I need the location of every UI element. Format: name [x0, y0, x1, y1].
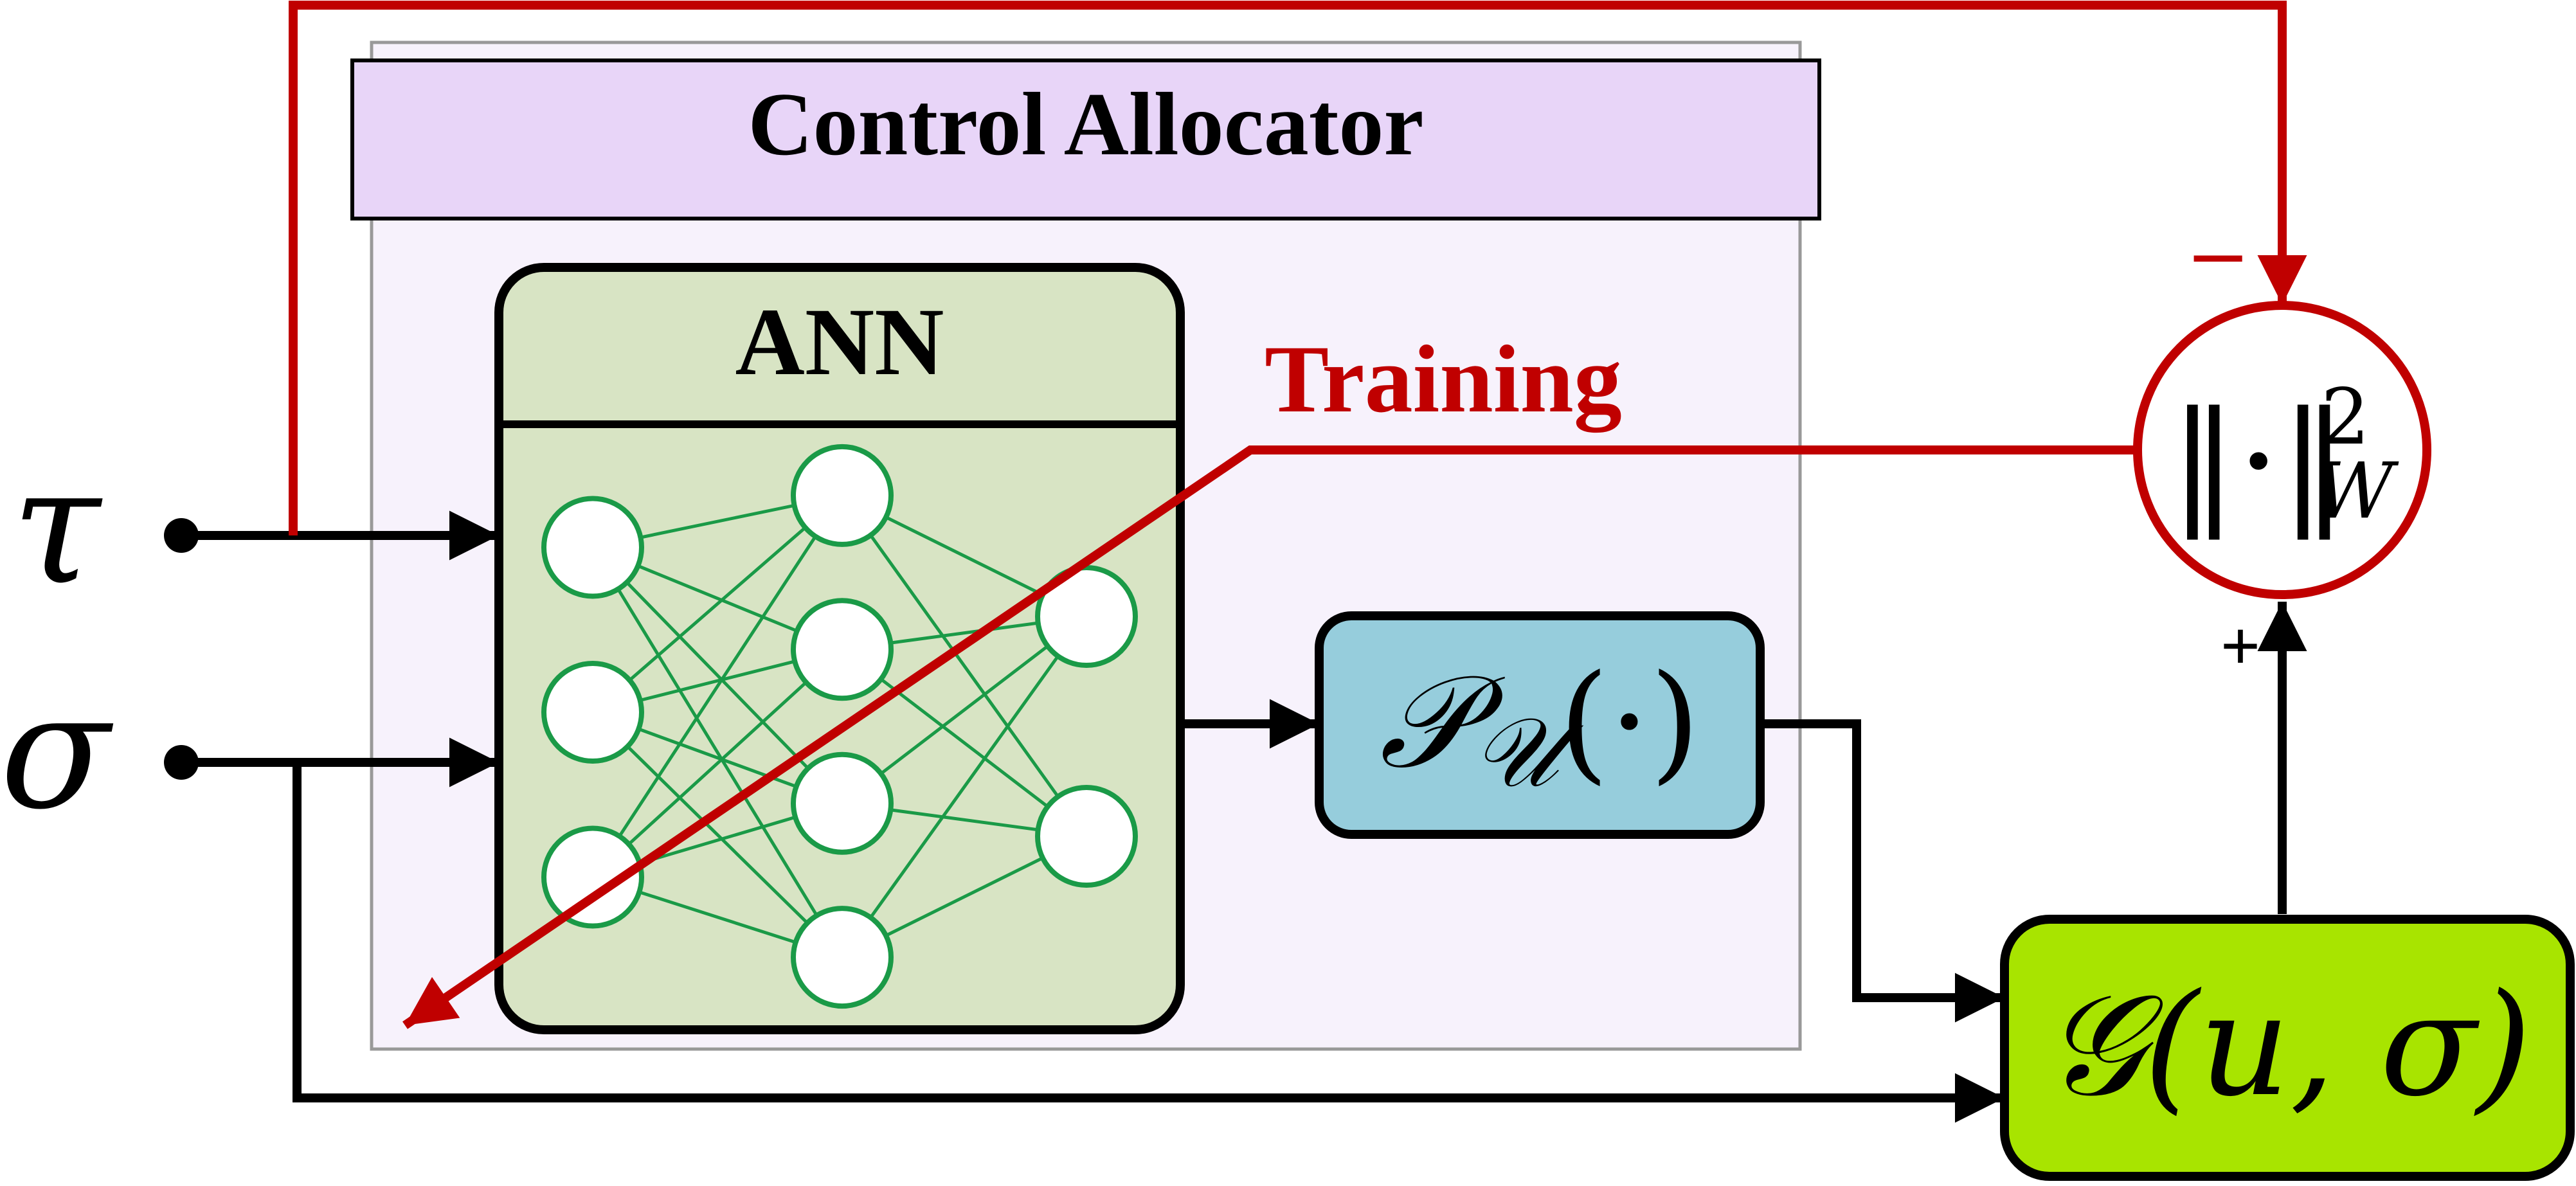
projection-expression: 𝒫𝒰(·): [1380, 647, 1700, 809]
projection-args: (·): [1559, 647, 1700, 797]
projection-block: [1315, 611, 1765, 839]
training-label: Training: [1265, 326, 1622, 433]
projection-to-plant-arrow: [1760, 719, 2004, 1023]
ann-neuron-l1-1: [541, 496, 644, 599]
norm-expression: ‖·‖: [2170, 382, 2348, 540]
ann-neurons: [541, 444, 1138, 1009]
plant-block: [2000, 915, 2575, 1181]
plant-args: (u, σ): [2144, 963, 2532, 1128]
ann-neuron-l1-3: [541, 825, 644, 929]
norm-superscript: 2: [2321, 373, 2370, 462]
ann-connection: [840, 494, 1088, 838]
ann-connection: [591, 648, 843, 879]
control-allocator-header: [350, 58, 1821, 220]
tau-feedback-line: [289, 1, 2307, 535]
tau-label: τ: [12, 433, 103, 620]
sigma-to-plant-arrow: [293, 762, 2004, 1123]
ann-connection: [840, 615, 1088, 958]
norm-block: [2133, 301, 2431, 599]
ann-neuron-l3-2: [1035, 785, 1138, 888]
norm-subscript: W: [2314, 447, 2399, 536]
ann-connection: [591, 711, 843, 958]
ann-neuron-l3-1: [1035, 565, 1138, 668]
ann-neuron-l2-4: [791, 906, 894, 1009]
plus-sign: +: [2220, 607, 2261, 685]
ann-neuron-l2-1: [791, 444, 894, 547]
ann-connection: [591, 494, 844, 878]
ann-connection: [591, 546, 844, 958]
sigma-label: σ: [0, 658, 114, 845]
training-arrow: [402, 445, 2141, 1029]
control-allocator-title: Control Allocator: [748, 75, 1423, 174]
plant-expression: 𝒢(u, σ): [2043, 963, 2532, 1128]
ann-connection: [591, 494, 843, 714]
ann-neuron-l2-3: [791, 751, 894, 855]
ann-title: ANN: [735, 289, 944, 395]
ann-neuron-l1-2: [541, 661, 644, 764]
norm-body: ‖·‖: [2170, 382, 2348, 540]
minus-sign: −: [2186, 212, 2251, 301]
ann-neuron-l2-2: [791, 598, 894, 701]
